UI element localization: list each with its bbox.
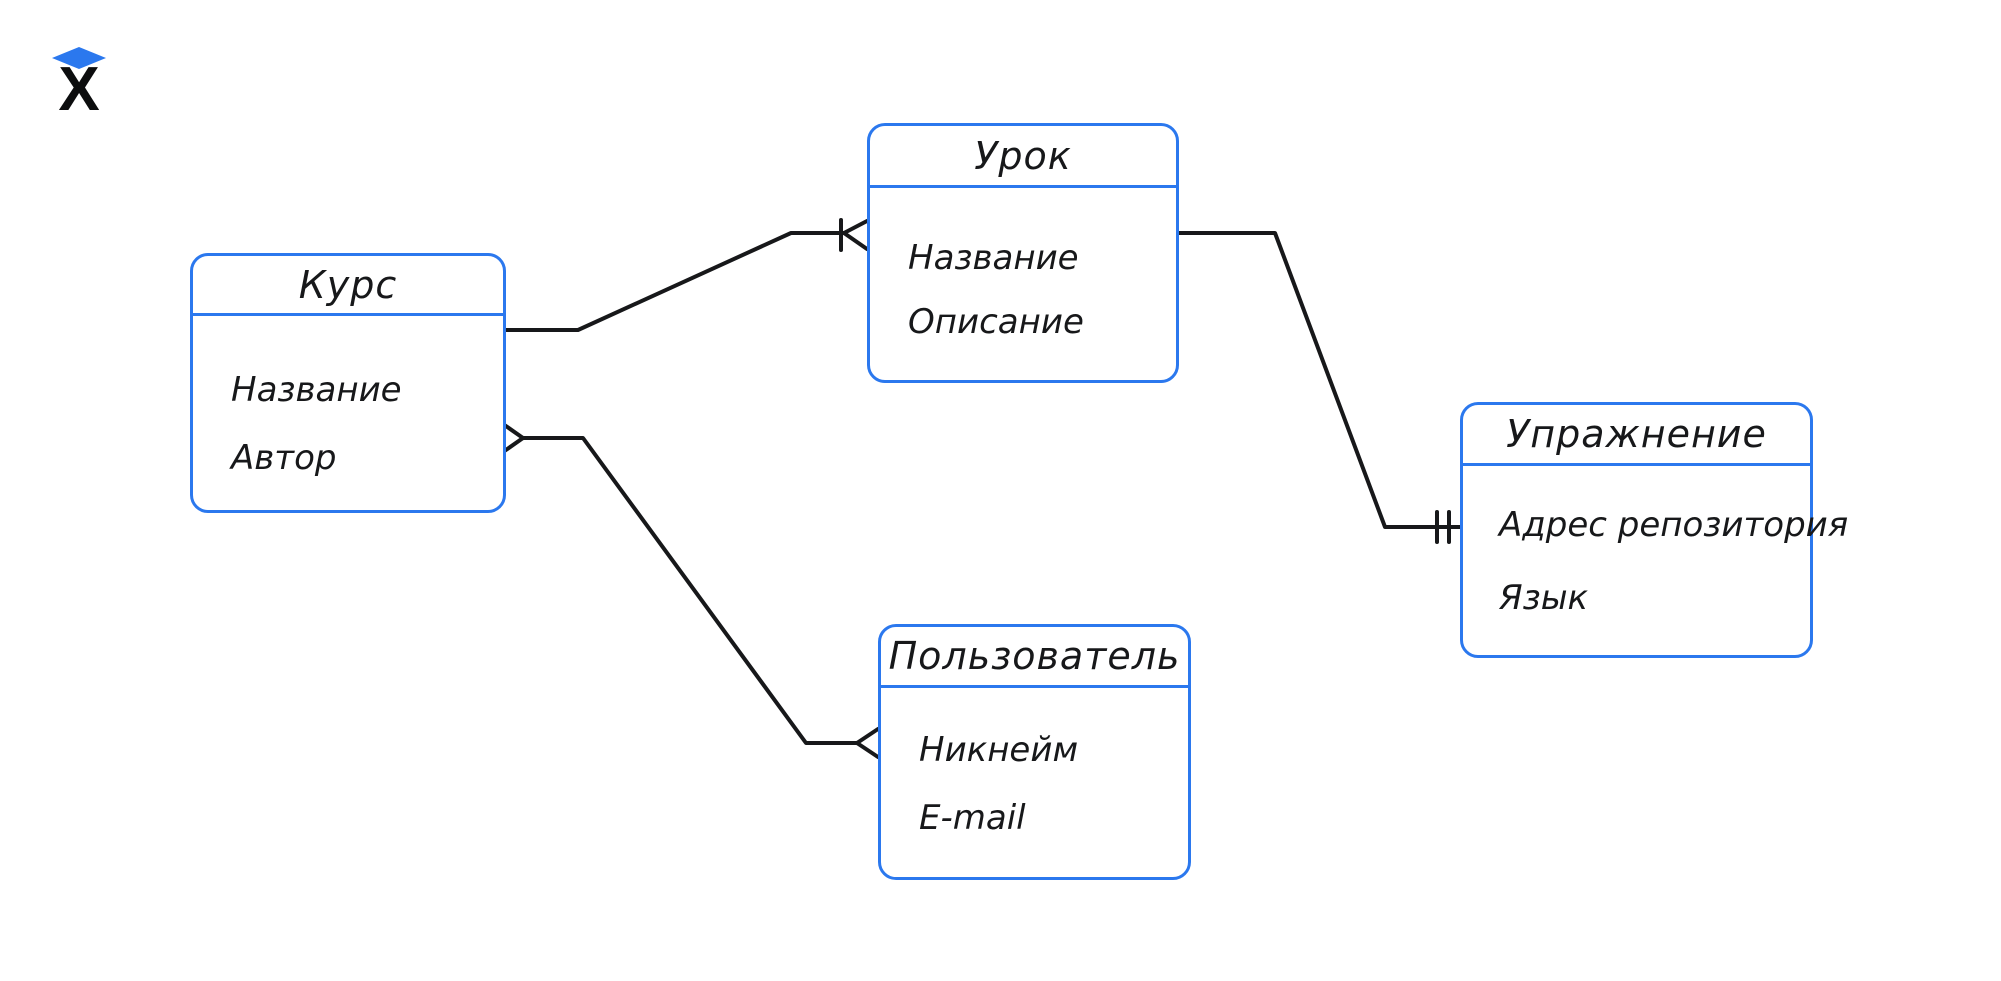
connector-kurs-polzovatel[interactable] — [501, 422, 880, 759]
connector-kurs-urok[interactable] — [503, 218, 869, 332]
entity-field: Название — [908, 238, 1079, 278]
cardinality-one-or-many-icon — [839, 218, 869, 252]
logo-diamond-icon — [52, 47, 106, 69]
entity-fields: Название Описание — [870, 188, 1176, 342]
entity-field: Никнейм — [919, 730, 1079, 770]
entity-fields: Название Автор — [193, 316, 503, 478]
cardinality-many-icon — [855, 727, 880, 759]
entity-title: Пользователь — [881, 627, 1188, 688]
entity-fields: Адрес репозитория Язык — [1463, 466, 1849, 618]
entity-fields: Никнейм E-mail — [881, 688, 1188, 838]
connector-urok-uprazhnenie[interactable] — [1174, 231, 1462, 544]
entity-field: Название — [231, 370, 402, 410]
entity-urok[interactable]: Урок Название Описание — [867, 123, 1179, 383]
entity-polzovatel[interactable]: Пользователь Никнейм E-mail — [878, 624, 1191, 880]
logo-letter: X — [58, 55, 99, 116]
entity-uprazhnenie[interactable]: Упражнение Адрес репозитория Язык — [1460, 402, 1849, 658]
entity-field: Автор — [231, 438, 337, 478]
entity-kurs[interactable]: Курс Название Автор — [190, 253, 506, 513]
entity-field: Описание — [908, 302, 1084, 342]
hexlet-logo: X — [45, 34, 115, 124]
entity-title: Курс — [193, 256, 503, 316]
entity-field: Язык — [1499, 578, 1589, 618]
cardinality-many-icon — [501, 422, 525, 454]
cardinality-exactly-one-icon — [1435, 510, 1451, 544]
entity-field: Адрес репозитория — [1499, 505, 1849, 545]
entity-field: E-mail — [919, 798, 1026, 838]
entity-title: Урок — [870, 126, 1176, 188]
entity-title: Упражнение — [1463, 405, 1810, 466]
